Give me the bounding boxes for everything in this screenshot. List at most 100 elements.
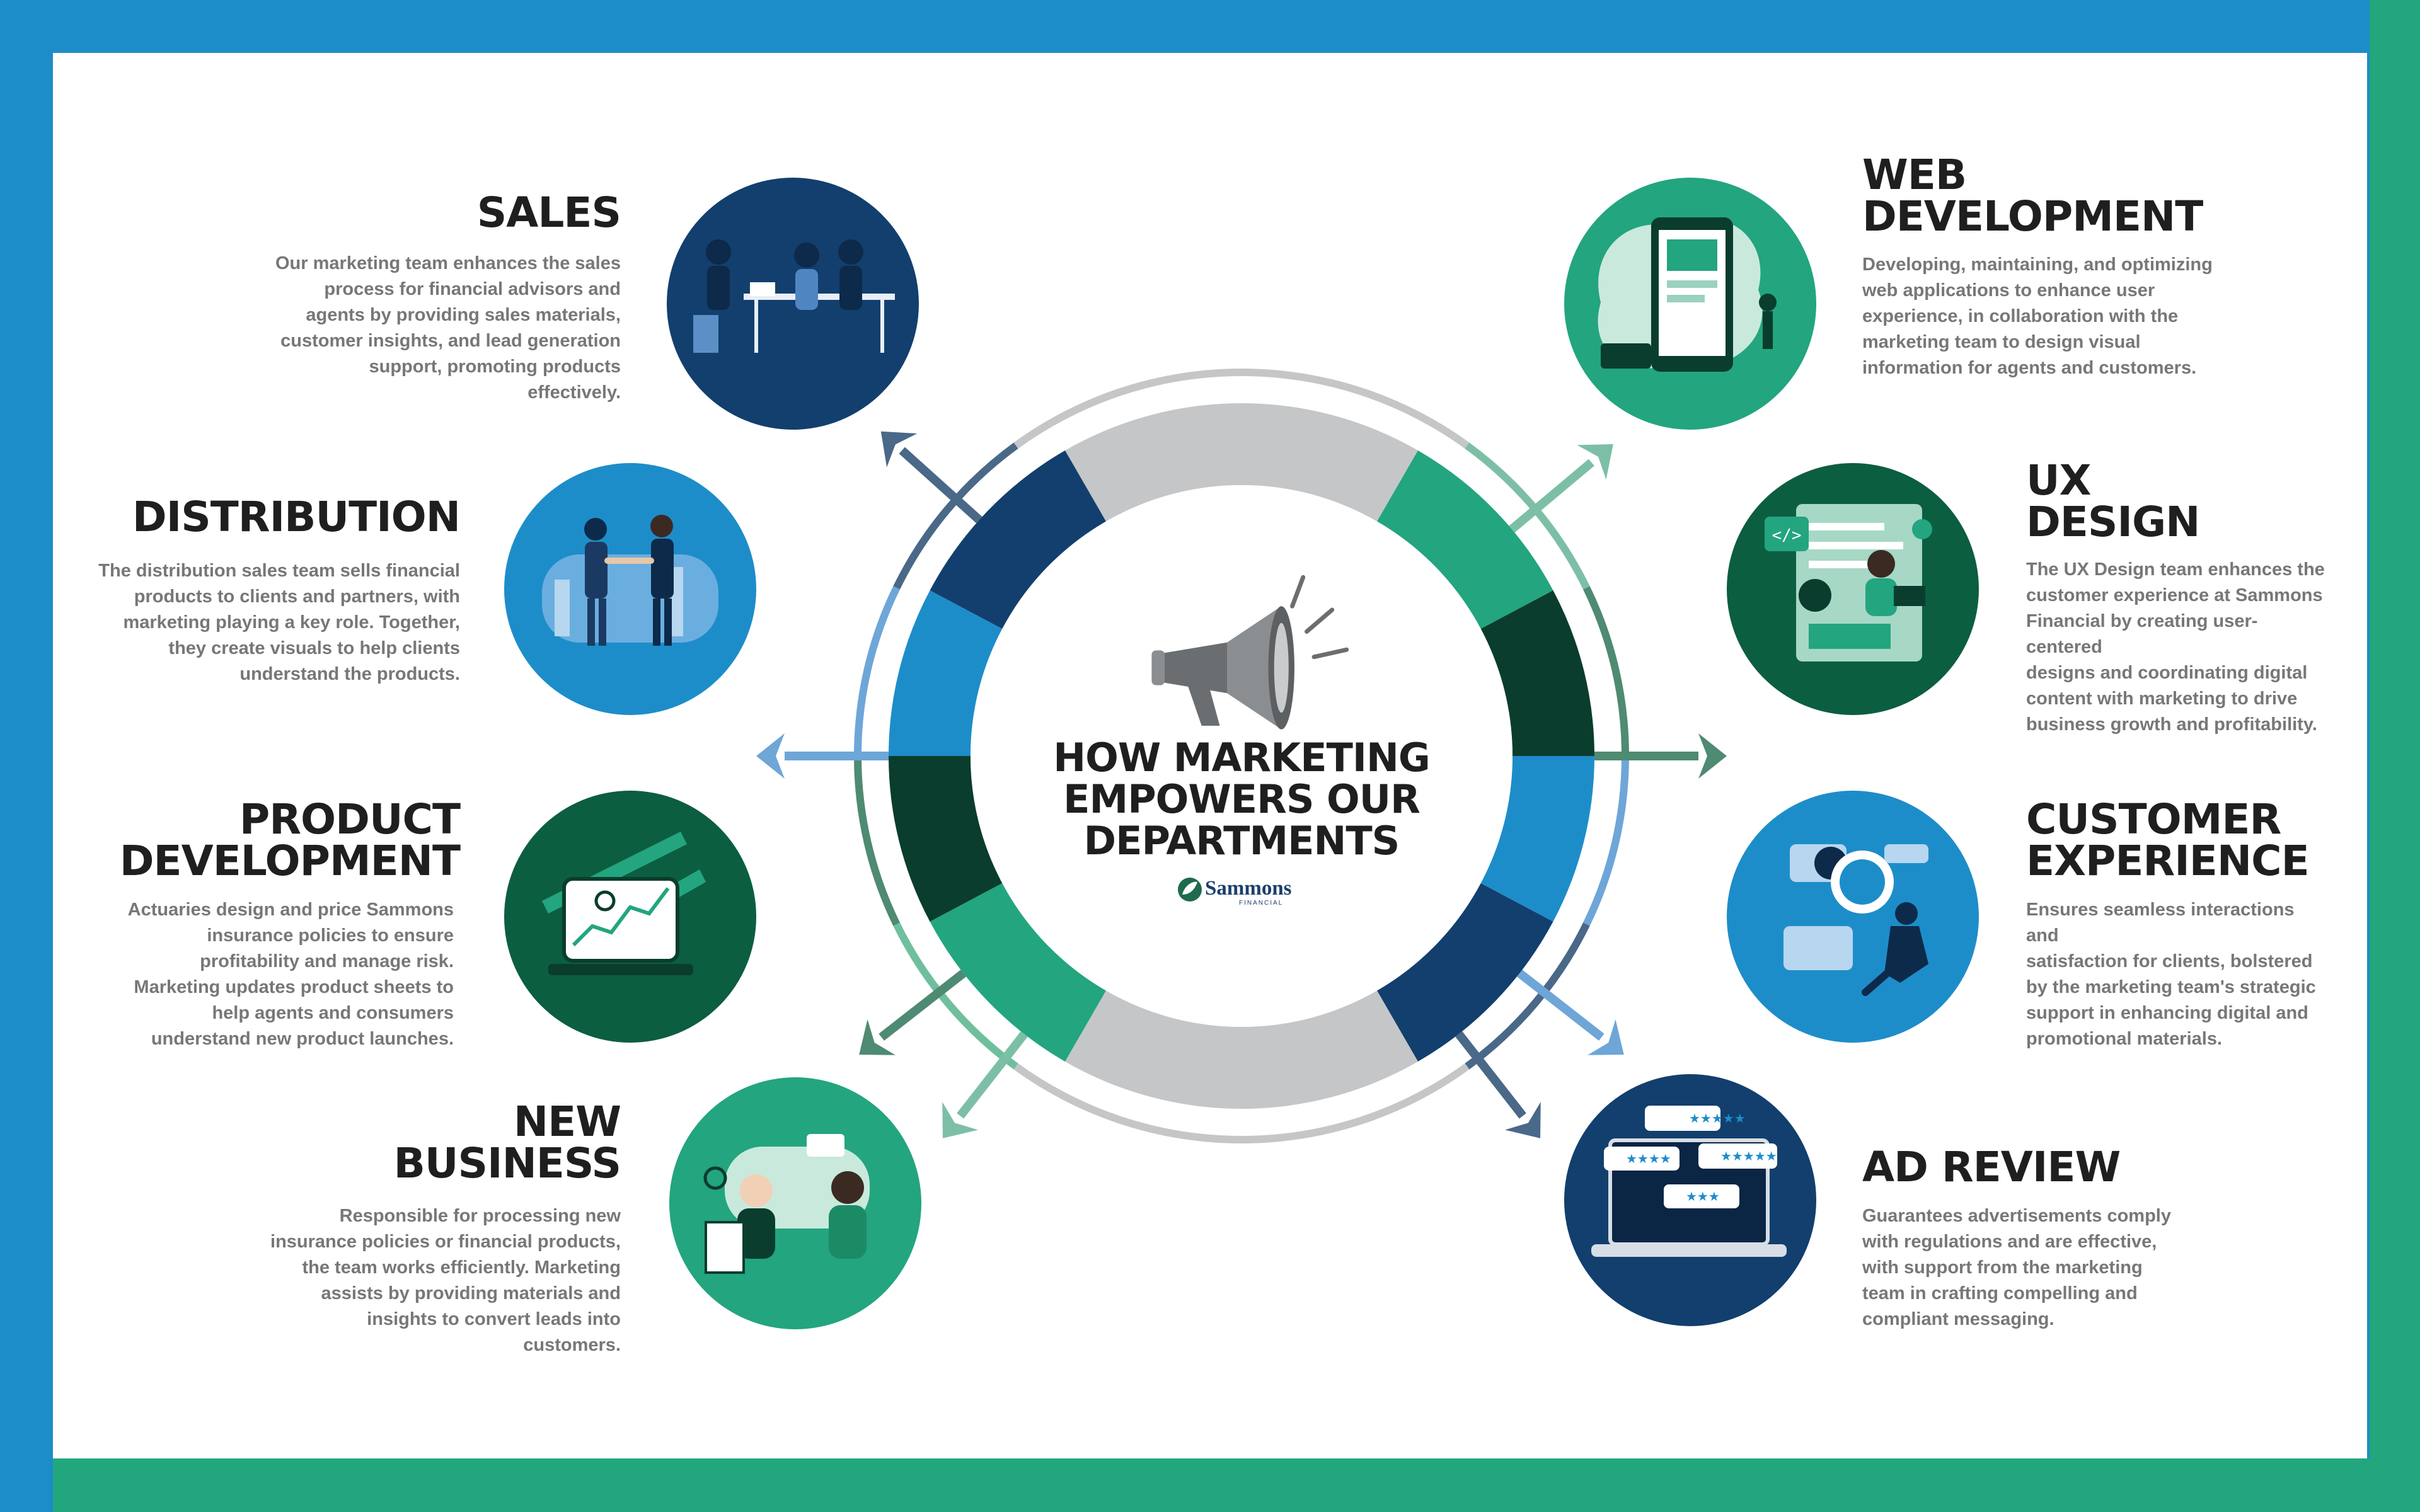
page-title-line: HOW MARKETING (1053, 735, 1431, 781)
desc-line: the team works efficiently. Marketing (302, 1257, 621, 1278)
desc-line: marketing team to design visual (1862, 332, 2141, 352)
desc-line: profitability and manage risk. (200, 951, 454, 971)
ux-design-description: The UX Design team enhances the customer… (2026, 557, 2329, 738)
desc-line: team in crafting compelling and (1862, 1283, 2138, 1303)
ad-review-description: Guarantees advertisements comply with re… (1862, 1203, 2228, 1332)
new-business-title: NEW BUSINESS (252, 1101, 621, 1184)
megaphone-icon (1151, 575, 1349, 730)
new-business-circle (669, 1077, 921, 1329)
desc-line: support in enhancing digital and (2026, 1003, 2308, 1023)
inner-ring-segment (1480, 590, 1594, 756)
desc-line: Guarantees advertisements comply (1862, 1206, 2171, 1226)
svg-text:★★★★★: ★★★★★ (1689, 1111, 1746, 1126)
ux-design-title-line: UX (2026, 456, 2091, 505)
outer-ring-segment (1013, 369, 1470, 449)
web-development-description: Developing, maintaining, and optimizing … (1862, 252, 2228, 381)
page-title-line: EMPOWERS OUR (1063, 776, 1420, 822)
inner-ring-segment (930, 450, 1106, 629)
desc-line: with regulations and are effective, (1862, 1232, 2157, 1252)
svg-text:★★★: ★★★ (1686, 1189, 1720, 1204)
desc-line: Responsible for processing new (339, 1206, 621, 1226)
arrow-shaft (1455, 1031, 1526, 1119)
arrow-shaft (899, 447, 982, 524)
distribution-description: The distribution sales team sells financ… (88, 558, 460, 687)
stock-chart-icon (542, 832, 706, 975)
product-development-title: PRODUCT DEVELOPMENT (88, 799, 461, 885)
product-development-description: Actuaries design and price Sammons insur… (88, 897, 454, 1052)
arrow-head (1577, 444, 1613, 480)
leaf-logo-icon (1178, 878, 1202, 902)
desc-line: agents by providing sales materials, (306, 305, 621, 325)
outer-ring-segment (1465, 442, 1590, 590)
desc-line: support, promoting products (369, 357, 621, 377)
desc-line: promotional materials. (2026, 1029, 2223, 1049)
logo-subtitle: FINANCIAL (1239, 900, 1284, 907)
desc-line: designs and coordinating digital (2026, 663, 2308, 683)
arrow-head (1504, 1102, 1541, 1138)
desc-line: insurance policies or financial products… (270, 1232, 621, 1252)
ad-review-title-line: AD REVIEW (1862, 1143, 2121, 1191)
outer-ring-segment (1582, 586, 1629, 756)
desc-line: Marketing updates product sheets to (134, 977, 454, 997)
desc-line: Actuaries design and price Sammons (127, 900, 454, 920)
desc-line: help agents and consumers (212, 1003, 454, 1023)
team-meeting-icon (693, 239, 895, 353)
arrow-head (859, 1019, 896, 1055)
ux-design-circle: </> (1727, 463, 1979, 715)
ux-coding-icon: </> (1765, 504, 1932, 662)
frame-bottom-border (0, 1458, 2420, 1512)
ad-review-title: AD REVIEW (1862, 1147, 2253, 1188)
desc-line: understand new product launches. (151, 1029, 454, 1049)
arrow-shaft (957, 1031, 1028, 1119)
desc-line: insights to convert leads into (367, 1309, 621, 1329)
distribution-title-line: DISTRIBUTION (132, 493, 461, 541)
outer-ring (854, 369, 1629, 1143)
outer-ring-segment (1013, 1063, 1470, 1143)
ux-design-title-line: DESIGN (2026, 498, 2200, 546)
laptop-ratings-icon: ★★★★★ ★★★★ ★★★★★ ★★★ (1591, 1106, 1787, 1257)
desc-line: products to clients and partners, with (134, 587, 460, 607)
inner-ring-segment (1480, 756, 1594, 922)
desc-line: insurance policies to ensure (207, 925, 454, 946)
arrow-head (756, 733, 785, 779)
desc-line: assists by providing materials and (321, 1283, 621, 1303)
desc-line: customer experience at Sammons (2026, 585, 2323, 605)
desc-line: Ensures seamless interactions and (2026, 900, 2295, 946)
inner-ring-segment (1065, 990, 1418, 1109)
desc-line: customer insights, and lead generation (280, 331, 621, 351)
desc-line: they create visuals to help clients (168, 638, 460, 658)
desc-line: content with marketing to drive (2026, 689, 2298, 709)
ux-design-title: UX DESIGN (2026, 460, 2303, 543)
web-development-title-line: DEVELOPMENT (1862, 192, 2203, 241)
new-business-description: Responsible for processing new insurance… (255, 1203, 621, 1358)
product-development-title-line: DEVELOPMENT (119, 837, 461, 885)
desc-line: Developing, maintaining, and optimizing (1862, 255, 2213, 275)
outer-ring-segment (893, 442, 1018, 590)
arrows (756, 431, 1727, 1138)
inner-ring-segment (930, 883, 1106, 1062)
web-development-title-line: WEB (1862, 151, 1967, 199)
sales-title: SALES (302, 192, 621, 234)
svg-text:★★★★★: ★★★★★ (1720, 1148, 1777, 1164)
desc-line: web applications to enhance user (1862, 280, 2155, 301)
desc-line: process for financial advisors and (324, 279, 621, 299)
arrow-shaft (879, 970, 967, 1041)
desc-line: satisfaction for clients, bolstered (2026, 951, 2313, 971)
inner-ring-segment (889, 756, 1003, 922)
web-development-circle (1564, 178, 1816, 430)
feedback-icon (1783, 844, 1928, 996)
handshake-icon (542, 515, 718, 646)
arrow-head (1587, 1019, 1624, 1055)
new-business-title-line: BUSINESS (393, 1139, 621, 1188)
svg-text:★★★★: ★★★★ (1626, 1151, 1671, 1166)
logo-name: Sammons (1205, 877, 1292, 900)
desc-line: customers. (523, 1335, 621, 1355)
inner-ring-segment (1065, 403, 1418, 522)
desc-line: Our marketing team enhances the sales (275, 253, 621, 273)
sammons-logo: Sammons FINANCIAL (1176, 876, 1315, 907)
desc-line: marketing playing a key role. Together, (123, 612, 460, 633)
product-development-circle (504, 791, 756, 1043)
frame-right-border (2370, 0, 2420, 1512)
customer-experience-title-line: EXPERIENCE (2026, 837, 2310, 885)
desc-line: experience, in collaboration with the (1862, 306, 2179, 326)
